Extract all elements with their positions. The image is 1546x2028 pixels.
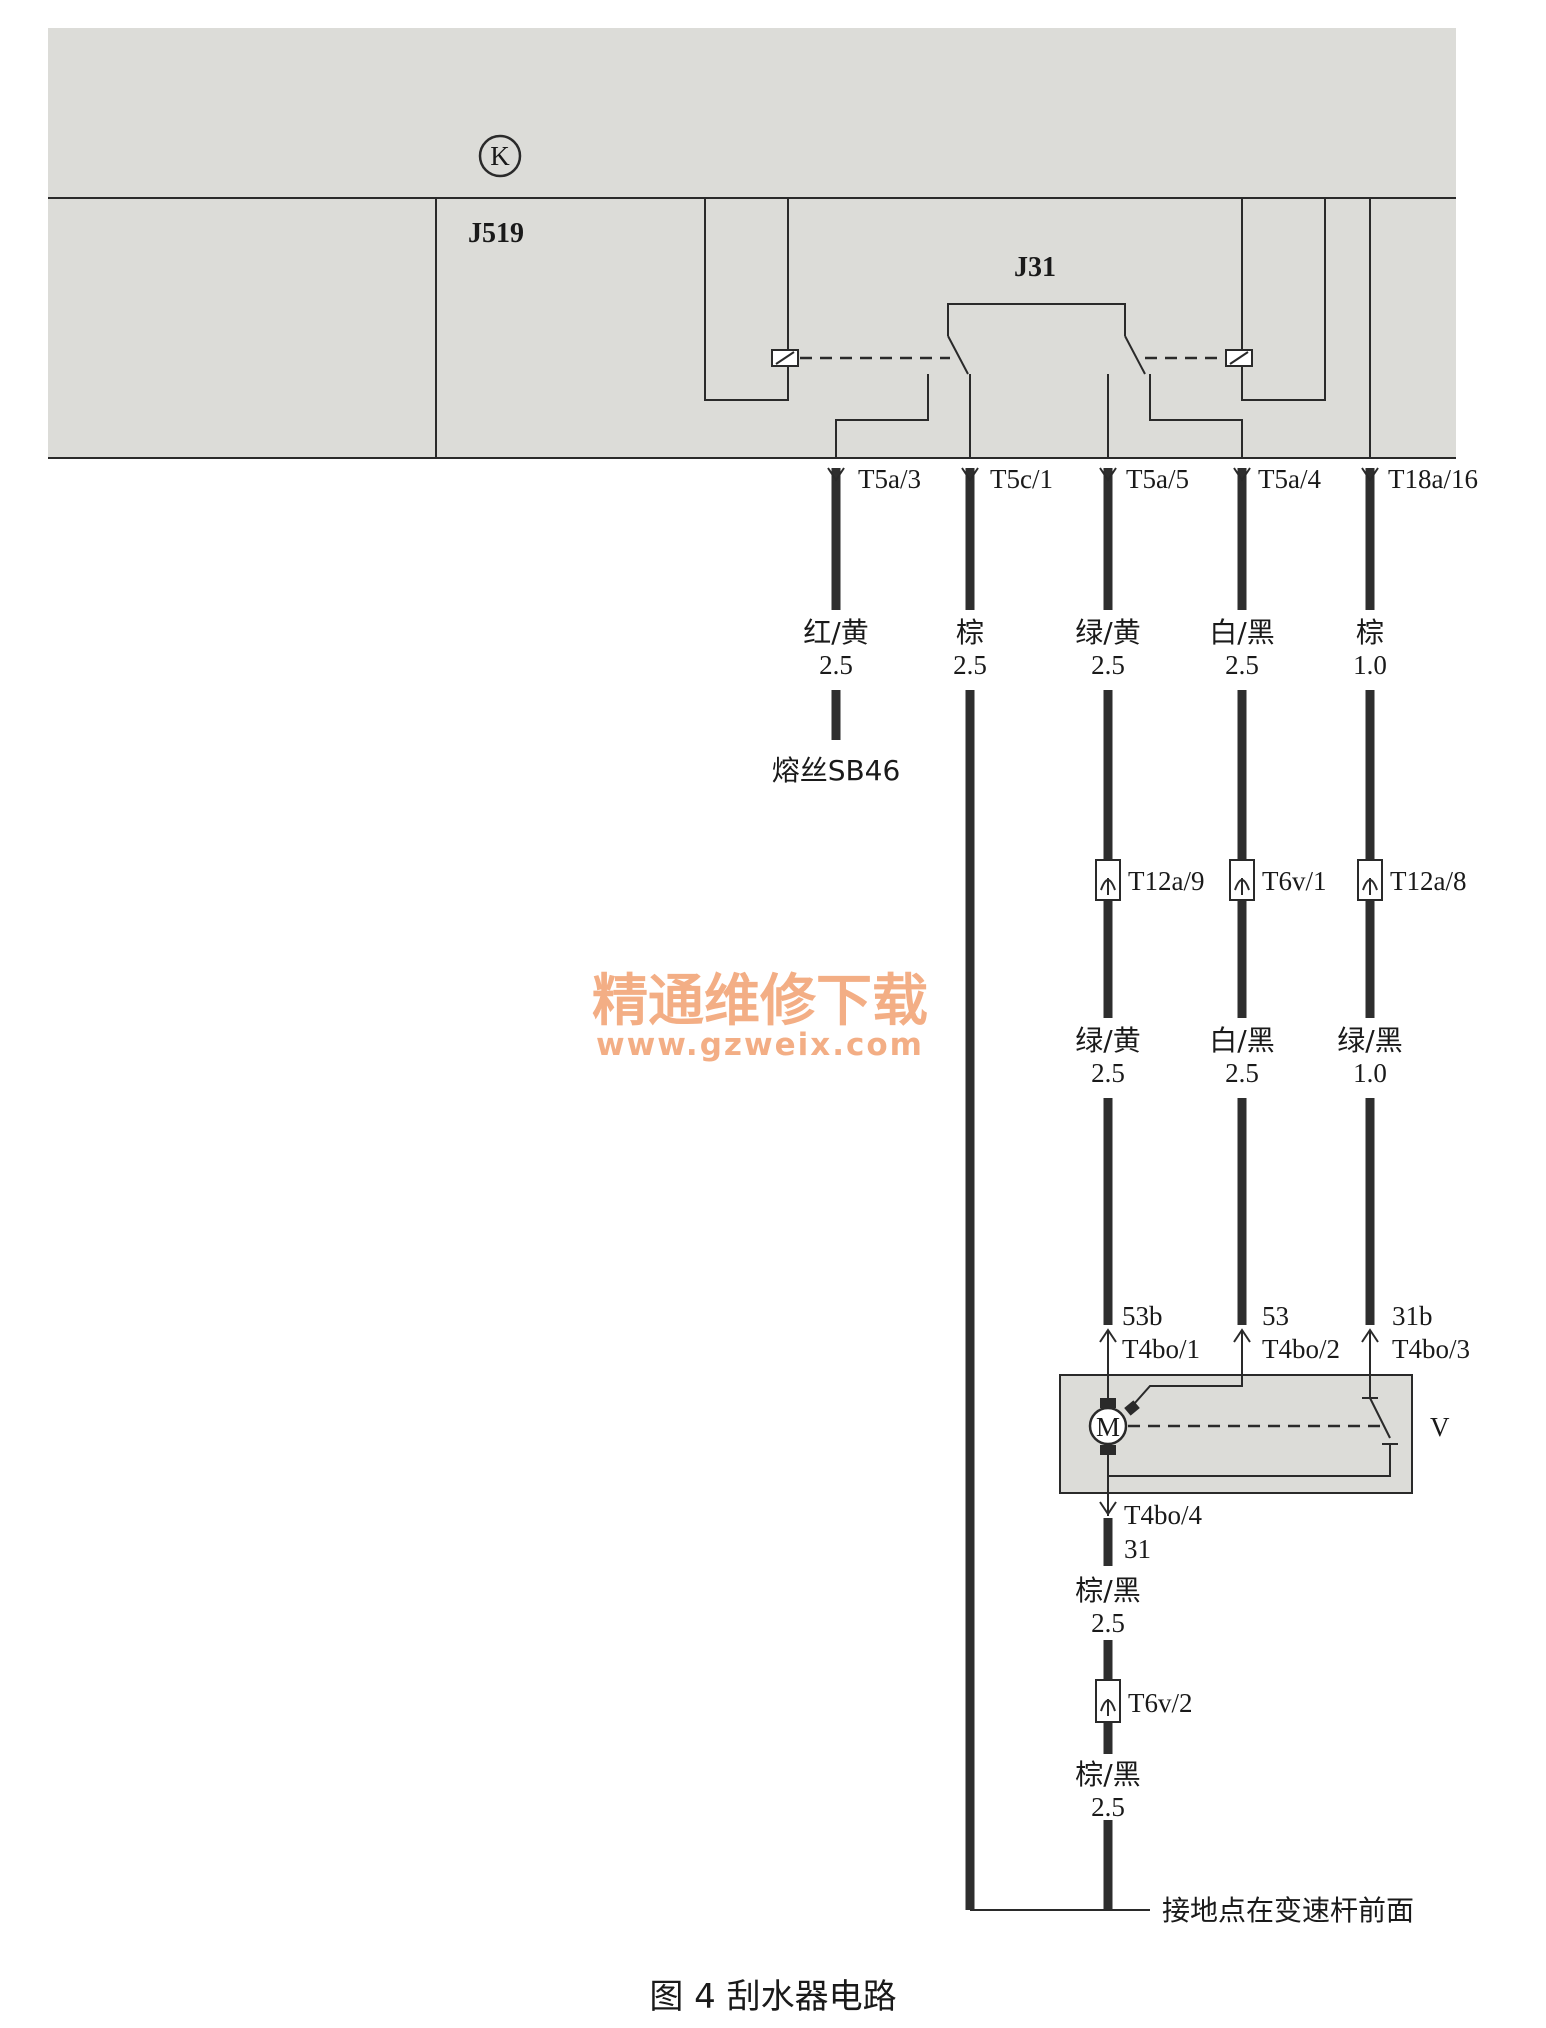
ground-point-label: 接地点在变速杆前面 — [1162, 1894, 1414, 1927]
wire-size-t18a16: 1.0 — [1353, 650, 1387, 680]
wire-size-t12a8: 1.0 — [1353, 1058, 1387, 1088]
connector-t12a8 — [1357, 859, 1383, 901]
wire-size-t5a3: 2.5 — [819, 650, 853, 680]
connector-label-t12a8: T12a/8 — [1390, 866, 1466, 896]
connector-t6v2 — [1095, 1679, 1121, 1723]
connector-label-t6v1: T6v/1 — [1262, 866, 1327, 896]
k-circle-symbol: K — [478, 134, 522, 178]
watermark-text: 精通维修下载 — [592, 969, 928, 1034]
motor-terminal-53: 53 — [1262, 1301, 1289, 1331]
connector-label-t6v2: T6v/2 — [1128, 1688, 1193, 1718]
svg-text:M: M — [1096, 1412, 1120, 1442]
wire-color-t5a4: 白/黑 — [1209, 616, 1274, 649]
wire-color-t5a3: 红/黄 — [803, 616, 868, 649]
pin-label-t5a5: T5a/5 — [1126, 464, 1189, 494]
relay-j31 — [704, 198, 1371, 458]
ground-terminal-31: 31 — [1124, 1534, 1151, 1564]
motor-terminal-53b: 53b — [1122, 1301, 1163, 1331]
wire-t5a4 — [1233, 467, 1251, 1325]
wire-size-t5a4: 2.5 — [1225, 650, 1259, 680]
motor-pin-t4bo2: T4bo/2 — [1262, 1334, 1340, 1364]
control-unit-box — [48, 198, 1456, 458]
motor-pin-t4bo3: T4bo/3 — [1392, 1334, 1470, 1364]
wire-color-t5c1: 棕 — [956, 616, 984, 649]
pin-label-t5c1: T5c/1 — [990, 464, 1053, 494]
connector-t6v1 — [1229, 859, 1255, 901]
wire-color-t5a5: 绿/黄 — [1075, 616, 1140, 649]
pin-label-t5a4: T5a/4 — [1258, 464, 1321, 494]
connector-label-t12a9: T12a/9 — [1128, 866, 1204, 896]
wire-size-t6v1: 2.5 — [1225, 1058, 1259, 1088]
motor-m-icon: M — [1088, 1406, 1128, 1446]
figure-caption: 图 4 刮水器电路 — [649, 1977, 896, 2017]
wire-t5a3 — [827, 467, 845, 740]
watermark-url: www.gzweix.com — [596, 1027, 924, 1063]
ground-pin-t4bo4: T4bo/4 — [1124, 1500, 1202, 1530]
ground-wire1-size: 2.5 — [1091, 1608, 1125, 1638]
ground-wire2-size: 2.5 — [1091, 1792, 1125, 1822]
wire-color-t12a8: 绿/黑 — [1337, 1024, 1402, 1057]
connector-t12a9 — [1095, 859, 1121, 901]
wire-color-t12a9: 绿/黄 — [1075, 1024, 1140, 1057]
pin-label-t5a3: T5a/3 — [858, 464, 921, 494]
wire-color-t6v1: 白/黑 — [1209, 1024, 1274, 1057]
wire-color-t18a16: 棕 — [1356, 616, 1384, 649]
wire-size-t5c1: 2.5 — [953, 650, 987, 680]
wire-size-t12a9: 2.5 — [1091, 1058, 1125, 1088]
svg-text:K: K — [490, 141, 510, 171]
j31-label: J31 — [1014, 252, 1056, 283]
pin-label-t18a16: T18a/16 — [1388, 464, 1478, 494]
wiper-motor-v: M — [1059, 1374, 1413, 1494]
control-unit-top-band — [48, 28, 1456, 198]
wire-t5a5 — [1099, 467, 1117, 1325]
wire-t5c1 — [961, 467, 979, 1910]
fuse-label: 熔丝SB46 — [772, 754, 901, 787]
wiper-motor-label: V — [1430, 1412, 1450, 1442]
wire-size-t5a5: 2.5 — [1091, 650, 1125, 680]
wire-t18a16 — [1361, 467, 1379, 1325]
motor-terminal-31b: 31b — [1392, 1301, 1433, 1331]
ground-wire2-color: 棕/黑 — [1075, 1758, 1140, 1791]
j519-label: J519 — [468, 218, 524, 249]
ground-wire1-color: 棕/黑 — [1075, 1574, 1140, 1607]
motor-pin-t4bo1: T4bo/1 — [1122, 1334, 1200, 1364]
